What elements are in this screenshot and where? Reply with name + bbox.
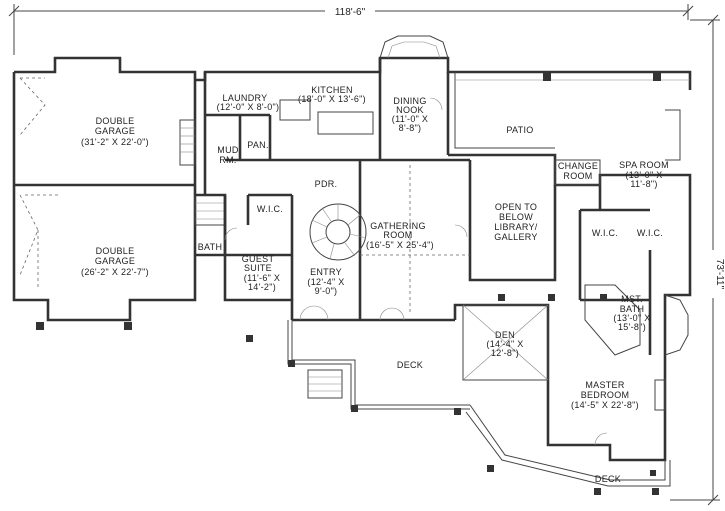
room-label-line: 8'-8") [399, 123, 422, 133]
room-name-patio: PATIO [506, 125, 533, 135]
room-name-deck-1: DECK [397, 360, 423, 370]
room-name-double-garage-2: DOUBLE [96, 246, 135, 256]
room-size-dining-nook: (11'-0" X [392, 114, 428, 124]
room-name-pdr: PDR. [315, 179, 338, 189]
room-label-line: 12'-8") [491, 348, 519, 358]
room-size-gathering-room: (16'-5" X 25'-4") [366, 240, 434, 250]
dining-bay [379, 35, 449, 59]
room-label-line: SUITE [244, 263, 272, 273]
room-name-master-bedroom: MASTER [585, 380, 625, 390]
room-label-line: GALLERY [494, 232, 537, 242]
room-name-kitchen: KITCHEN [311, 85, 353, 95]
room-size-entry: (12'-4" X [307, 277, 344, 287]
room-name-wic-2: W.I.C. [592, 228, 618, 238]
front-deck [287, 320, 470, 410]
room-name-spa-room: SPA ROOM [619, 160, 669, 170]
room-name-change-room: CHANGE [558, 161, 598, 171]
room-name-library: OPEN TO [495, 202, 537, 212]
room-size-mst-bath: (13'-0" X [613, 313, 650, 323]
room-name-wic-1: W.I.C. [257, 204, 283, 214]
room-name-laundry: LAUNDRY [223, 93, 268, 103]
room-size-den: (14'-4" X [486, 339, 523, 349]
overall-width-dimension: 118'-6" [8, 4, 694, 55]
room-name-deck-2: DECK [595, 474, 621, 484]
posts [36, 73, 661, 495]
bays [654, 109, 689, 411]
room-name-den: DEN [495, 330, 515, 340]
room-name-mst-bath: MST. [621, 294, 643, 304]
doors [224, 97, 608, 446]
width-dimension-label: 118'-6" [335, 7, 366, 18]
room-label-line: ROOM [383, 230, 412, 240]
room-labels: DOUBLE GARAGE (31'-2" X 22'-0") DOUBLE G… [81, 85, 669, 484]
room-size-guest-suite: (11'-6" X [244, 273, 280, 283]
overall-depth-dimension: 73'-11" [670, 14, 725, 506]
room-name-guest-suite: GUEST [242, 254, 275, 264]
room-label-line: GARAGE [95, 256, 135, 266]
room-label-line: ROOM [563, 171, 592, 181]
gathering-room-outline [360, 165, 470, 315]
room-label-line: NOOK [396, 105, 424, 115]
room-size-spa-room: (13'-0" X [625, 170, 662, 180]
room-label-line: BATH [620, 304, 645, 314]
room-size-double-garage-2: (26'-2" X 22'-7") [81, 267, 149, 277]
room-label-line: 11'-8") [630, 179, 657, 189]
room-label-line: RM. [219, 155, 236, 165]
room-name-gathering-room: GATHERING [370, 221, 426, 231]
room-label-line: LIBRARY/ [494, 222, 537, 232]
room-name-dining-nook: DINING [393, 96, 426, 106]
room-label-line: 9'-0") [315, 286, 338, 296]
room-size-master-bedroom: (14'-5" X 22'-8") [571, 400, 639, 410]
room-label-line: GARAGE [95, 126, 135, 136]
room-size-kitchen: (18'-0" X 13'-6") [298, 94, 366, 104]
room-size-laundry: (12'-0" X 8'-0") [217, 102, 280, 112]
room-label-line: BELOW [499, 212, 533, 222]
rear-deck [465, 404, 671, 487]
patio-outline [454, 72, 690, 149]
room-name-double-garage-1: DOUBLE [96, 116, 135, 126]
room-label-line: 15'-8") [618, 322, 646, 332]
room-name-entry: ENTRY [310, 267, 342, 277]
room-name-pan: PAN. [247, 140, 269, 150]
spiral-stair [309, 203, 367, 261]
garage-walls [12, 56, 226, 322]
room-size-double-garage-1: (31'-2" X 22'-0") [81, 137, 149, 147]
depth-dimension-label: 73'-11" [714, 259, 725, 290]
room-name-mud-rm: MUD [217, 145, 239, 155]
room-name-bath: BATH [198, 242, 223, 252]
room-label-line: 14'-2") [248, 282, 276, 292]
house-walls [195, 56, 692, 462]
room-label-line: BEDROOM [581, 390, 630, 400]
room-name-wic-3: W.I.C. [637, 228, 663, 238]
